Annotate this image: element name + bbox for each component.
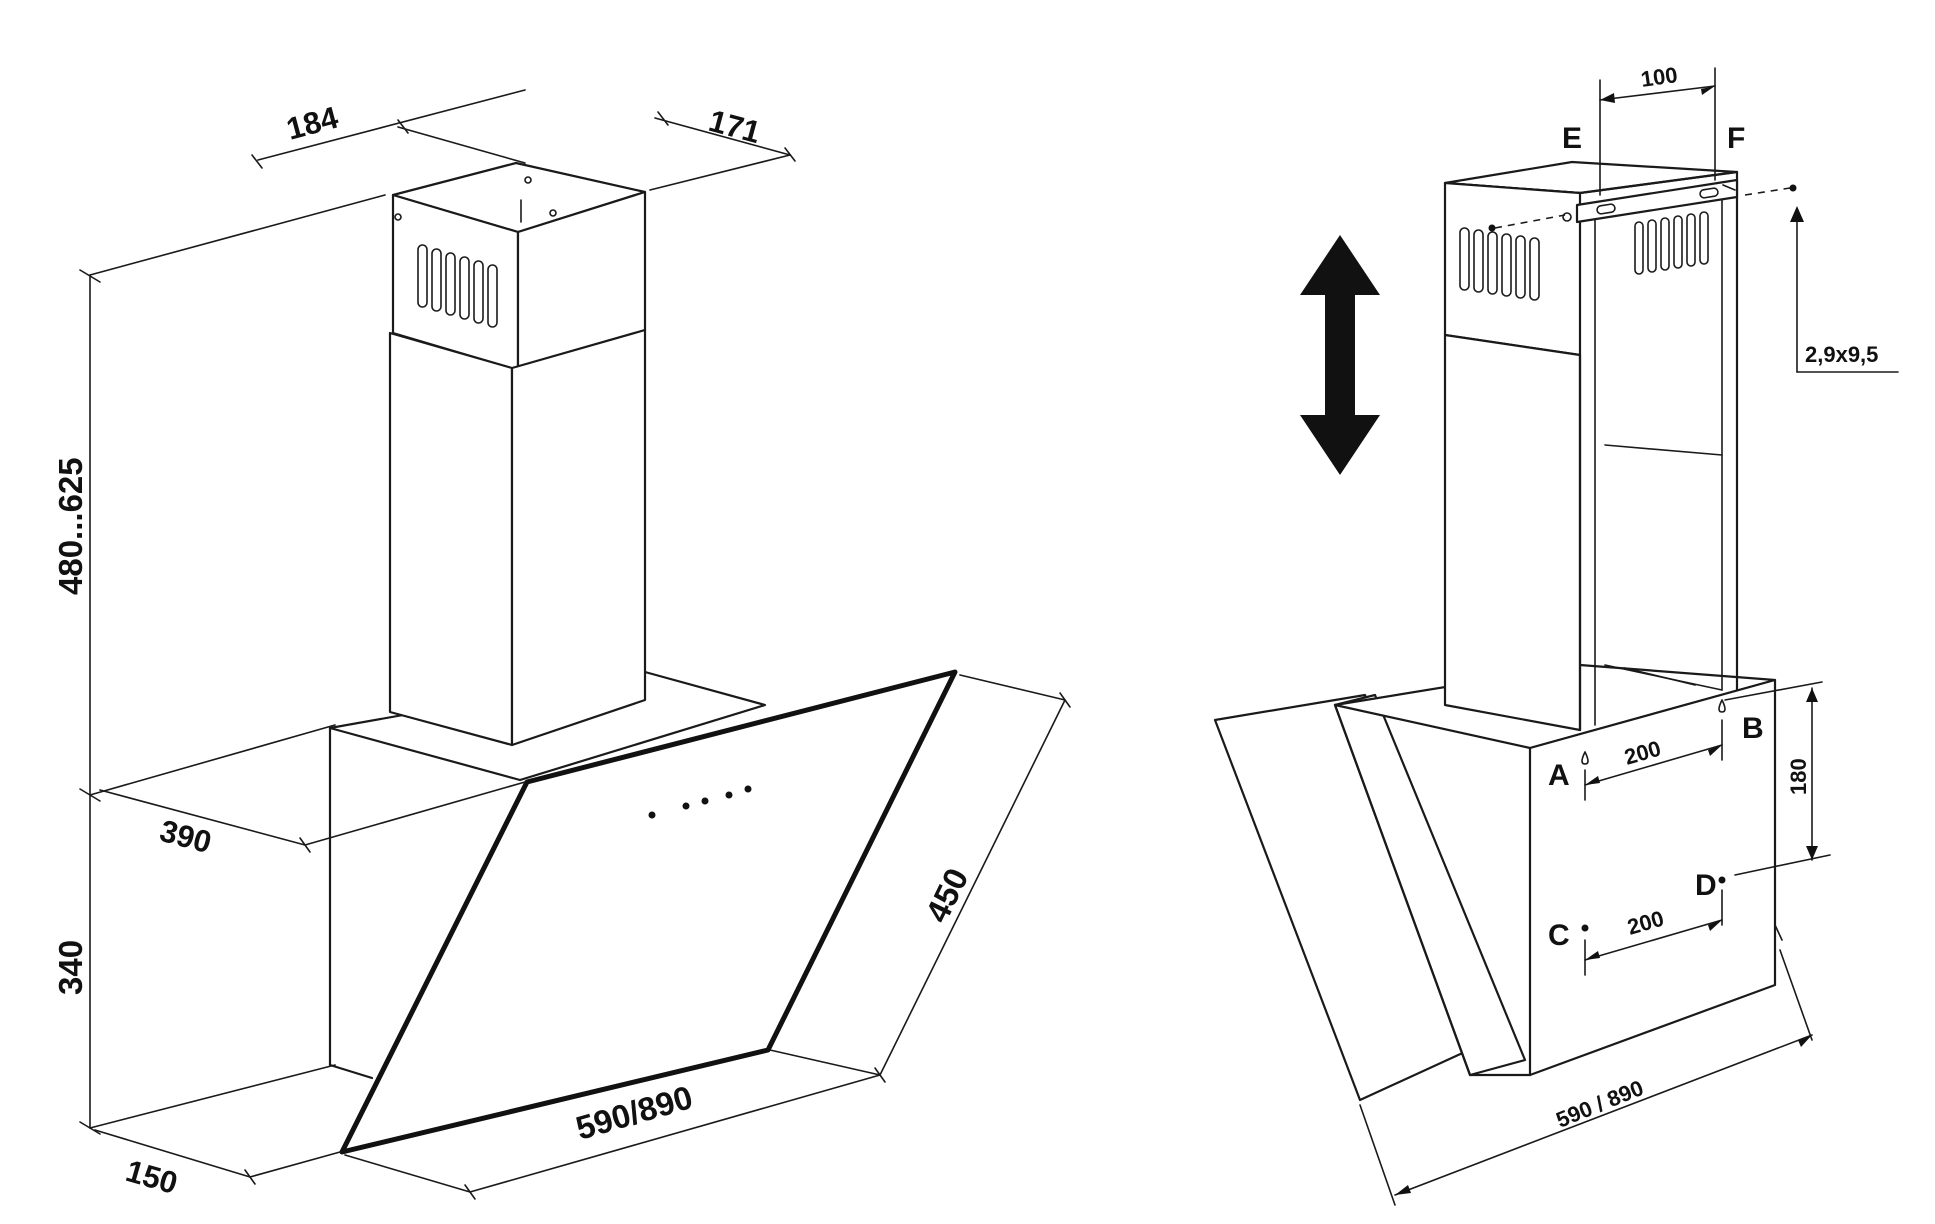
- dim-vertical-spacing: 180: [1786, 758, 1811, 795]
- screw-size-label: 2,9x9,5: [1805, 342, 1878, 367]
- hole-a-icon: [1581, 751, 1589, 765]
- point-d-label: D: [1695, 869, 1717, 902]
- front-vent-slots-icon: [1459, 227, 1540, 301]
- dim-chimney-height: 480...625: [52, 457, 89, 595]
- right-hood-view: 2,9x9,5 100 E F A B C D 200: [1213, 62, 1899, 1206]
- hole-b-icon: [1718, 699, 1726, 713]
- back-vent-slots-icon: [1634, 211, 1709, 275]
- dim-base-depth: 390: [156, 813, 215, 860]
- dim-glass-height: 450: [918, 862, 975, 928]
- left-hood-view: 184 171 480...625 390 450 590/890 340 15…: [52, 89, 1071, 1201]
- point-c-label: C: [1548, 919, 1570, 952]
- dim-top-depth: 171: [705, 103, 764, 150]
- point-f-label: F: [1727, 122, 1745, 155]
- point-b-label: B: [1742, 712, 1764, 745]
- dim-bracket-width: 100: [1639, 62, 1679, 92]
- vent-slots-icon: [417, 244, 498, 328]
- point-e-label: E: [1562, 122, 1582, 155]
- vertical-double-arrow-icon: [1300, 235, 1380, 475]
- dim-bottom-depth: 150: [122, 1153, 181, 1201]
- dim-body-height: 340: [52, 940, 89, 995]
- control-buttons-icon: [648, 785, 752, 819]
- dim-width-right: 590 / 890: [1553, 1075, 1647, 1133]
- point-a-label: A: [1548, 759, 1570, 792]
